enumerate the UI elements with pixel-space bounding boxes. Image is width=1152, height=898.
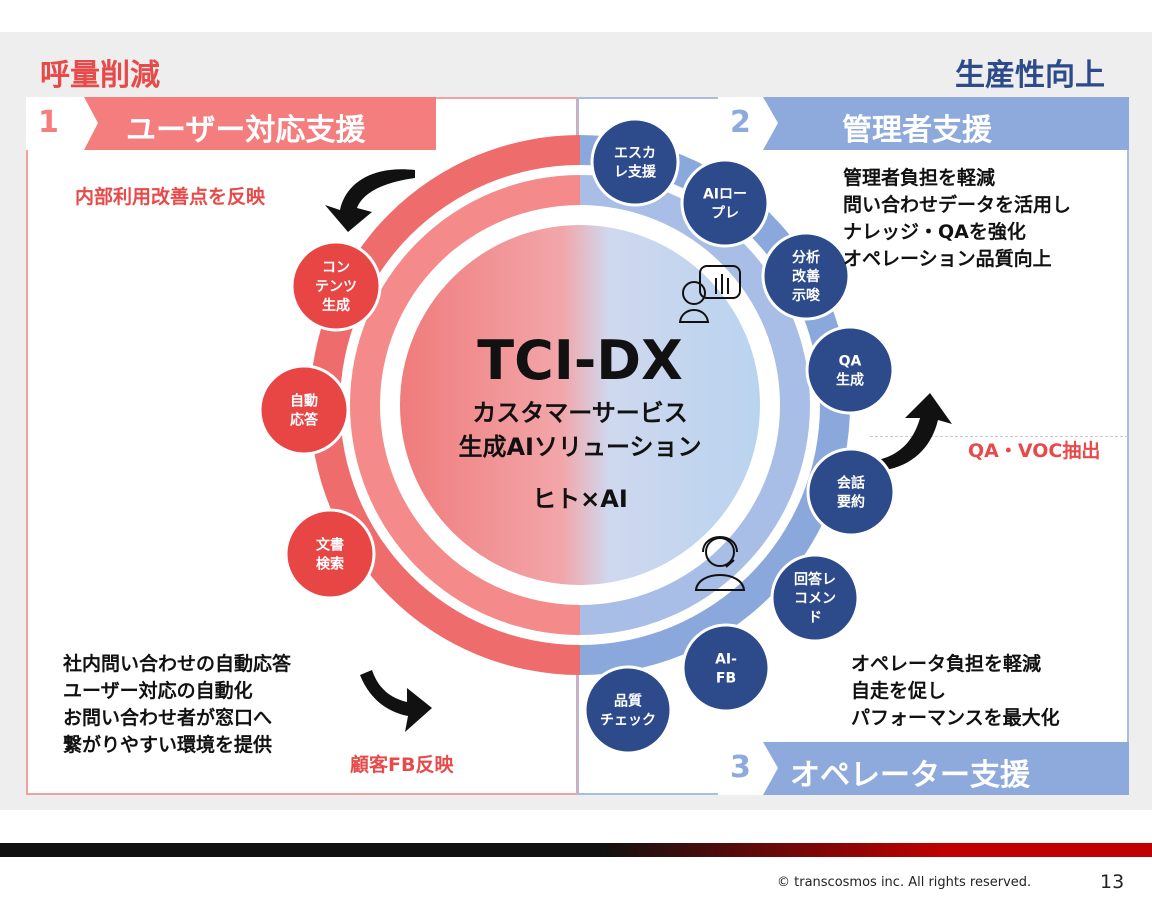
corner-title-left: 呼量削減 [40, 58, 160, 93]
cycle-node-circle [258, 364, 350, 456]
description-line: 社内問い合わせの自動応答 [63, 653, 292, 675]
cycle-node-label: テンツ [315, 279, 357, 295]
user-support-description: 社内問い合わせの自動応答 ユーザー対応の自動化 お問い合わせ者が窓口へ 繋がりや… [63, 651, 291, 759]
cycle-node-circle [806, 447, 896, 537]
description-line: オペレーション品質向上 [843, 248, 1052, 270]
cycle-node-label: 分析 [792, 249, 820, 266]
cycle-node-label: 会話 [837, 475, 865, 492]
cycle-node-label: コメン [794, 591, 836, 607]
cycle-node: AI- FB [681, 623, 771, 713]
cycle-node-circle [583, 665, 673, 755]
section1-number: 1 [38, 105, 59, 140]
cycle-node-label: 応答 [290, 412, 319, 429]
cycle-node-circle [290, 240, 382, 332]
description-line: 問い合わせデータを活用し [843, 194, 1072, 216]
section1-banner: 1 ユーザー対応支援 [26, 97, 436, 150]
center-subtitle1: カスタマーサービス [472, 399, 688, 427]
section3-banner-shape [718, 742, 1129, 795]
operator-headset-icon [694, 536, 746, 591]
cycle-node-label: 検索 [316, 556, 344, 573]
description-line: お問い合わせ者が窓口へ [63, 707, 273, 729]
core-circle [400, 225, 760, 585]
cycle-node-label: 要約 [837, 494, 865, 511]
section1-title: ユーザー対応支援 [126, 113, 366, 148]
cycle-node-circle [284, 508, 376, 600]
customer-feedback-label: 顧客FB反映 [350, 754, 454, 776]
internal-improvement-label: 内部利用改善点を反映 [75, 186, 266, 208]
guide-line [870, 436, 1128, 437]
arrow-bottom-left-icon [360, 670, 432, 732]
cycle-node-label: レ支援 [614, 164, 657, 181]
arrow-top-left-icon [325, 169, 415, 232]
chat-person-icon [678, 265, 741, 323]
description-line: オペレータ負担を軽減 [851, 653, 1042, 675]
description-line: 自走を促し [851, 680, 947, 702]
description-line: 管理者負担を軽減 [843, 167, 996, 189]
cycle-node-label: AI- [715, 652, 737, 668]
footer-bar [0, 843, 1152, 857]
cycle-node-label: 生成 [836, 372, 864, 389]
cycle-node-label: FB [716, 671, 736, 687]
section2-banner: 2 管理者支援 [718, 97, 1129, 150]
cycle-node-label: QA [839, 354, 862, 370]
description-line: 繋がりやすい環境を提供 [63, 734, 273, 756]
cycle-node-label: 文書 [316, 537, 344, 554]
cycle-node-circle [761, 231, 851, 321]
cycle-node-label: 改善 [792, 268, 820, 285]
cycle-node-label: 回答レ [794, 571, 836, 588]
section2-number: 2 [730, 105, 751, 140]
qa-voc-label: QA・VOC抽出 [968, 440, 1101, 462]
description-line: パフォーマンスを最大化 [851, 707, 1060, 729]
cycle-node-label: チェック [600, 713, 656, 729]
cycle-node-label: 生成 [322, 297, 350, 314]
section3-number: 3 [730, 750, 751, 785]
description-line: ユーザー対応の自動化 [63, 680, 253, 702]
cycle-node-label: プレ [711, 206, 739, 222]
section1-banner-shape [26, 97, 436, 150]
corner-title-right: 生産性向上 [955, 58, 1105, 93]
section2-banner-shape [718, 97, 1129, 150]
cycle-node-label: コン [322, 260, 350, 276]
admin-support-description: 管理者負担を軽減 問い合わせデータを活用し ナレッジ・QAを強化 オペレーション… [843, 165, 1071, 273]
section2-title: 管理者支援 [842, 113, 992, 148]
cycle-node: 自動応答 [258, 364, 350, 456]
center-subtitle2: 生成AIソリューション [458, 433, 702, 461]
cycle-node-label: 示唆 [792, 287, 821, 304]
cycle-node-circle [590, 117, 680, 207]
cycle-node-circle [805, 325, 895, 415]
cycle-node-circle [681, 623, 771, 713]
cycle-node-circle [680, 158, 770, 248]
section3-banner: 3 オペレーター支援 [718, 742, 1129, 795]
arrow-right-icon [878, 393, 952, 470]
description-line: ナレッジ・QAを強化 [843, 221, 1026, 243]
section3-title: オペレーター支援 [790, 758, 1030, 793]
center-text: TCI-DX カスタマーサービス 生成AIソリューション ヒト×AI [400, 330, 760, 516]
center-title: TCI-DX [477, 329, 683, 392]
cycle-node: QA 生成 [805, 325, 895, 415]
cycle-node-label: 自動 [290, 393, 318, 410]
center-tagline: ヒト×AI [532, 485, 628, 513]
cycle-node-circle [770, 553, 860, 643]
cycle-node-label: エスカ [614, 146, 656, 162]
page-number: 13 [1100, 871, 1125, 893]
cycle-node-label: 品質 [614, 693, 642, 710]
operator-support-description: オペレータ負担を軽減 自走を促し パフォーマンスを最大化 [851, 651, 1060, 732]
cycle-node-label: ド [808, 610, 822, 626]
copyright-text: © transcosmos inc. All rights reserved. [777, 875, 1032, 890]
cycle-node-label: AIロー [703, 187, 747, 203]
